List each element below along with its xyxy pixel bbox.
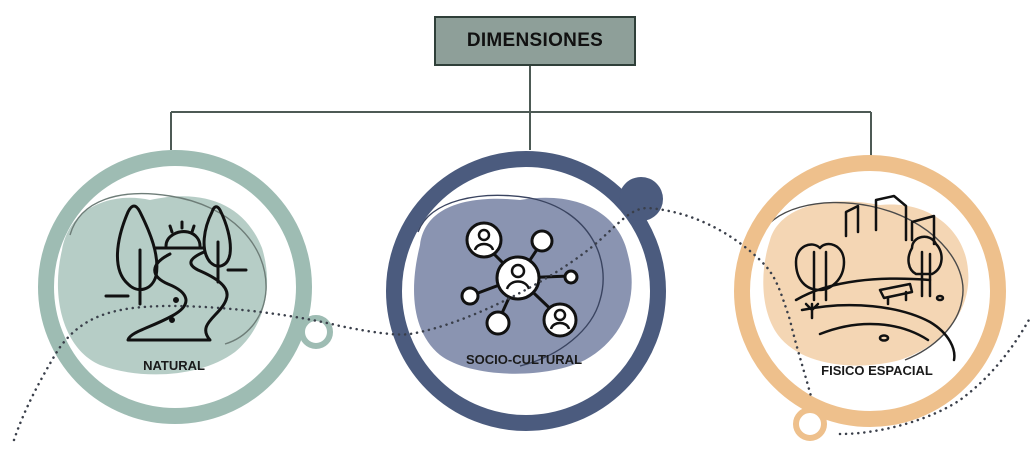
dimension-natural: NATURAL: [38, 150, 333, 424]
park-city-buildings-icon: [794, 194, 956, 362]
ring-knob-fisico-espacial: [793, 407, 827, 441]
social-network-people-icon: [460, 221, 579, 338]
topo-line-natural: [69, 192, 267, 345]
label-fisico-espacial: FISICO ESPACIAL: [821, 363, 933, 378]
blob-fisico-espacial: [763, 201, 969, 366]
dimension-fisico-espacial: FISICO ESPACIAL: [734, 155, 1006, 441]
topo-line-socio-cultural: [417, 194, 604, 367]
dimension-socio-cultural: SOCIO-CULTURAL: [386, 151, 666, 431]
label-socio-cultural: SOCIO-CULTURAL: [466, 352, 582, 367]
blob-natural: [57, 196, 268, 375]
ring-knob-natural: [299, 315, 333, 349]
root-node-dimensiones: DIMENSIONES: [434, 16, 636, 66]
dotted-journey-path: [12, 206, 814, 442]
dotted-journey-path-tail: [838, 316, 1032, 436]
landscape-river-trees-icon: [104, 204, 248, 342]
ring-socio-cultural: [386, 151, 666, 431]
ring-knob-socio-cultural: [619, 177, 663, 221]
label-natural: NATURAL: [143, 358, 205, 373]
root-node-label: DIMENSIONES: [466, 30, 604, 51]
ring-fisico-espacial: [734, 155, 1006, 427]
ring-natural: [38, 150, 312, 424]
hierarchy-connectors: [170, 66, 872, 156]
